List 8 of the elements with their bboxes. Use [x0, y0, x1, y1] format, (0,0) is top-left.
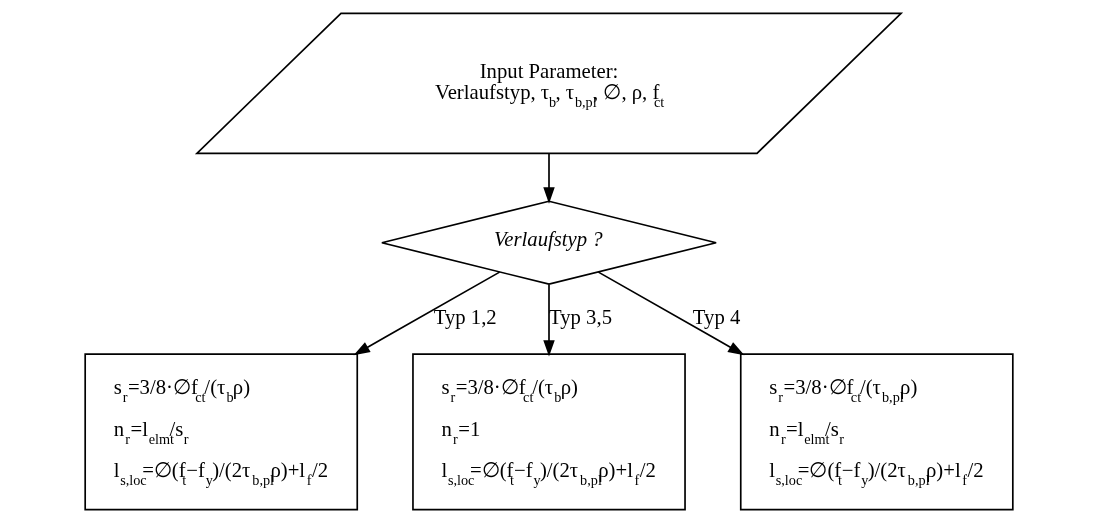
arrow [543, 283, 555, 357]
arrow [353, 271, 501, 356]
node-diamond: Verlaufstyp ? [381, 200, 717, 286]
node-box: s$_{r}$=3/8·∅f$_{ct}$/(τ$_{b,pl}$ρ) n$_{r}$=l$_{elmt}$/s$_{r}$ l$_{s,loc}$=∅(f$_{t}$−f$_{y}$)/(2τ$_{b,pl}$ρ)+l$_{f}$/2 [739, 353, 1014, 511]
edge-label: Typ 1,2 [433, 306, 497, 329]
arrow [597, 271, 745, 356]
arrow [543, 152, 555, 204]
edge-label: Typ 4 [692, 306, 741, 329]
